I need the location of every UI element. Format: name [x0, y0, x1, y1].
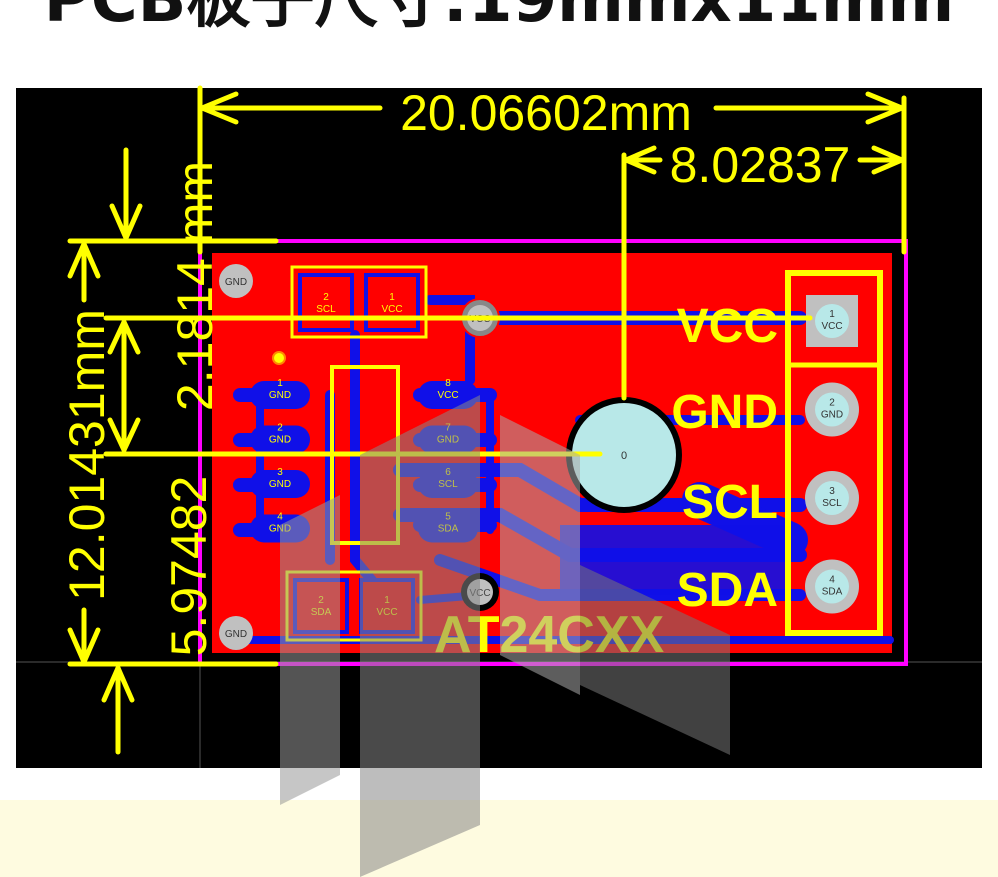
resistor-bottom-pin1-num: 1	[384, 595, 390, 606]
ic-right-pin-name: GND	[437, 435, 459, 446]
resistor-top-pin1-num: 1	[389, 292, 395, 303]
header-pin-num: 2	[829, 398, 835, 409]
resistor-top: 2 SCL 1 VCC	[290, 265, 428, 339]
resistor-bottom-pin2-name: SDA	[311, 607, 332, 618]
ic-left-pin-name: GND	[269, 435, 291, 446]
ic-right-pin-name: SCL	[438, 479, 458, 490]
label-sda: SDA	[677, 564, 778, 617]
mount-hole-top: GND	[219, 264, 253, 298]
ic-left-pin-num: 4	[277, 512, 283, 523]
dim-height: 12.01431mm	[59, 309, 115, 601]
dimension-lines	[67, 85, 907, 755]
label-gnd: GND	[671, 386, 778, 439]
header-pin-name: GND	[821, 410, 843, 421]
ic-right-pin-num: 7	[445, 423, 451, 434]
mount-hole-top-label: GND	[225, 277, 247, 288]
header-pin-num: 4	[829, 575, 835, 586]
mount-hole-center-label: 0	[621, 450, 627, 462]
dim-width: 20.06602mm	[400, 85, 692, 141]
resistor-bottom-pin1-name: VCC	[376, 607, 397, 618]
mount-hole-bottom-label: GND	[225, 629, 247, 640]
ic-right-pin-num: 8	[445, 378, 451, 389]
label-chip: AT24CXX	[434, 606, 665, 664]
pin1-marker	[272, 351, 286, 365]
label-vcc: VCC	[677, 300, 778, 353]
ic-left-pin-name: GND	[269, 390, 291, 401]
mount-hole-bottom: GND	[219, 616, 253, 650]
ic-right-pin-num: 6	[445, 467, 451, 478]
resistor-top-pin1-name: VCC	[381, 304, 402, 315]
page-title: PCB板子尺寸:19mmx11mm	[43, 0, 955, 37]
dim-header-offset: 8.02837	[670, 137, 851, 193]
ic-left-pin-num: 1	[277, 378, 283, 389]
ic-left-pin-name: GND	[269, 479, 291, 490]
ic-right-pin-num: 5	[445, 512, 451, 523]
label-scl: SCL	[682, 476, 778, 529]
bottom-band	[0, 800, 998, 877]
resistor-top-pin2-num: 2	[323, 292, 329, 303]
ic-left-pin-num: 2	[277, 423, 283, 434]
header-connector	[785, 270, 883, 636]
ic-right-pin-name: SDA	[438, 524, 459, 535]
header-pin-name: SDA	[822, 587, 843, 598]
header-pin-name: SCL	[822, 498, 842, 509]
header-pin-num: 3	[829, 486, 835, 497]
mount-hole-center: 0	[566, 397, 682, 513]
header-pin-name: VCC	[821, 321, 842, 332]
resistor-bottom-pin2-num: 2	[318, 595, 324, 606]
ic-right-pin-name: VCC	[437, 390, 458, 401]
via-bottom-label: VCC	[469, 588, 490, 599]
header-pin-num: 1	[829, 309, 835, 320]
dim-bottom-offset: 5.97482	[161, 476, 217, 657]
dim-top-offset: 2.1814 mm	[167, 161, 223, 411]
ic-left-pin-name: GND	[269, 524, 291, 535]
ic-left-pin-num: 3	[277, 467, 283, 478]
resistor-top-pin2-name: SCL	[316, 304, 336, 315]
